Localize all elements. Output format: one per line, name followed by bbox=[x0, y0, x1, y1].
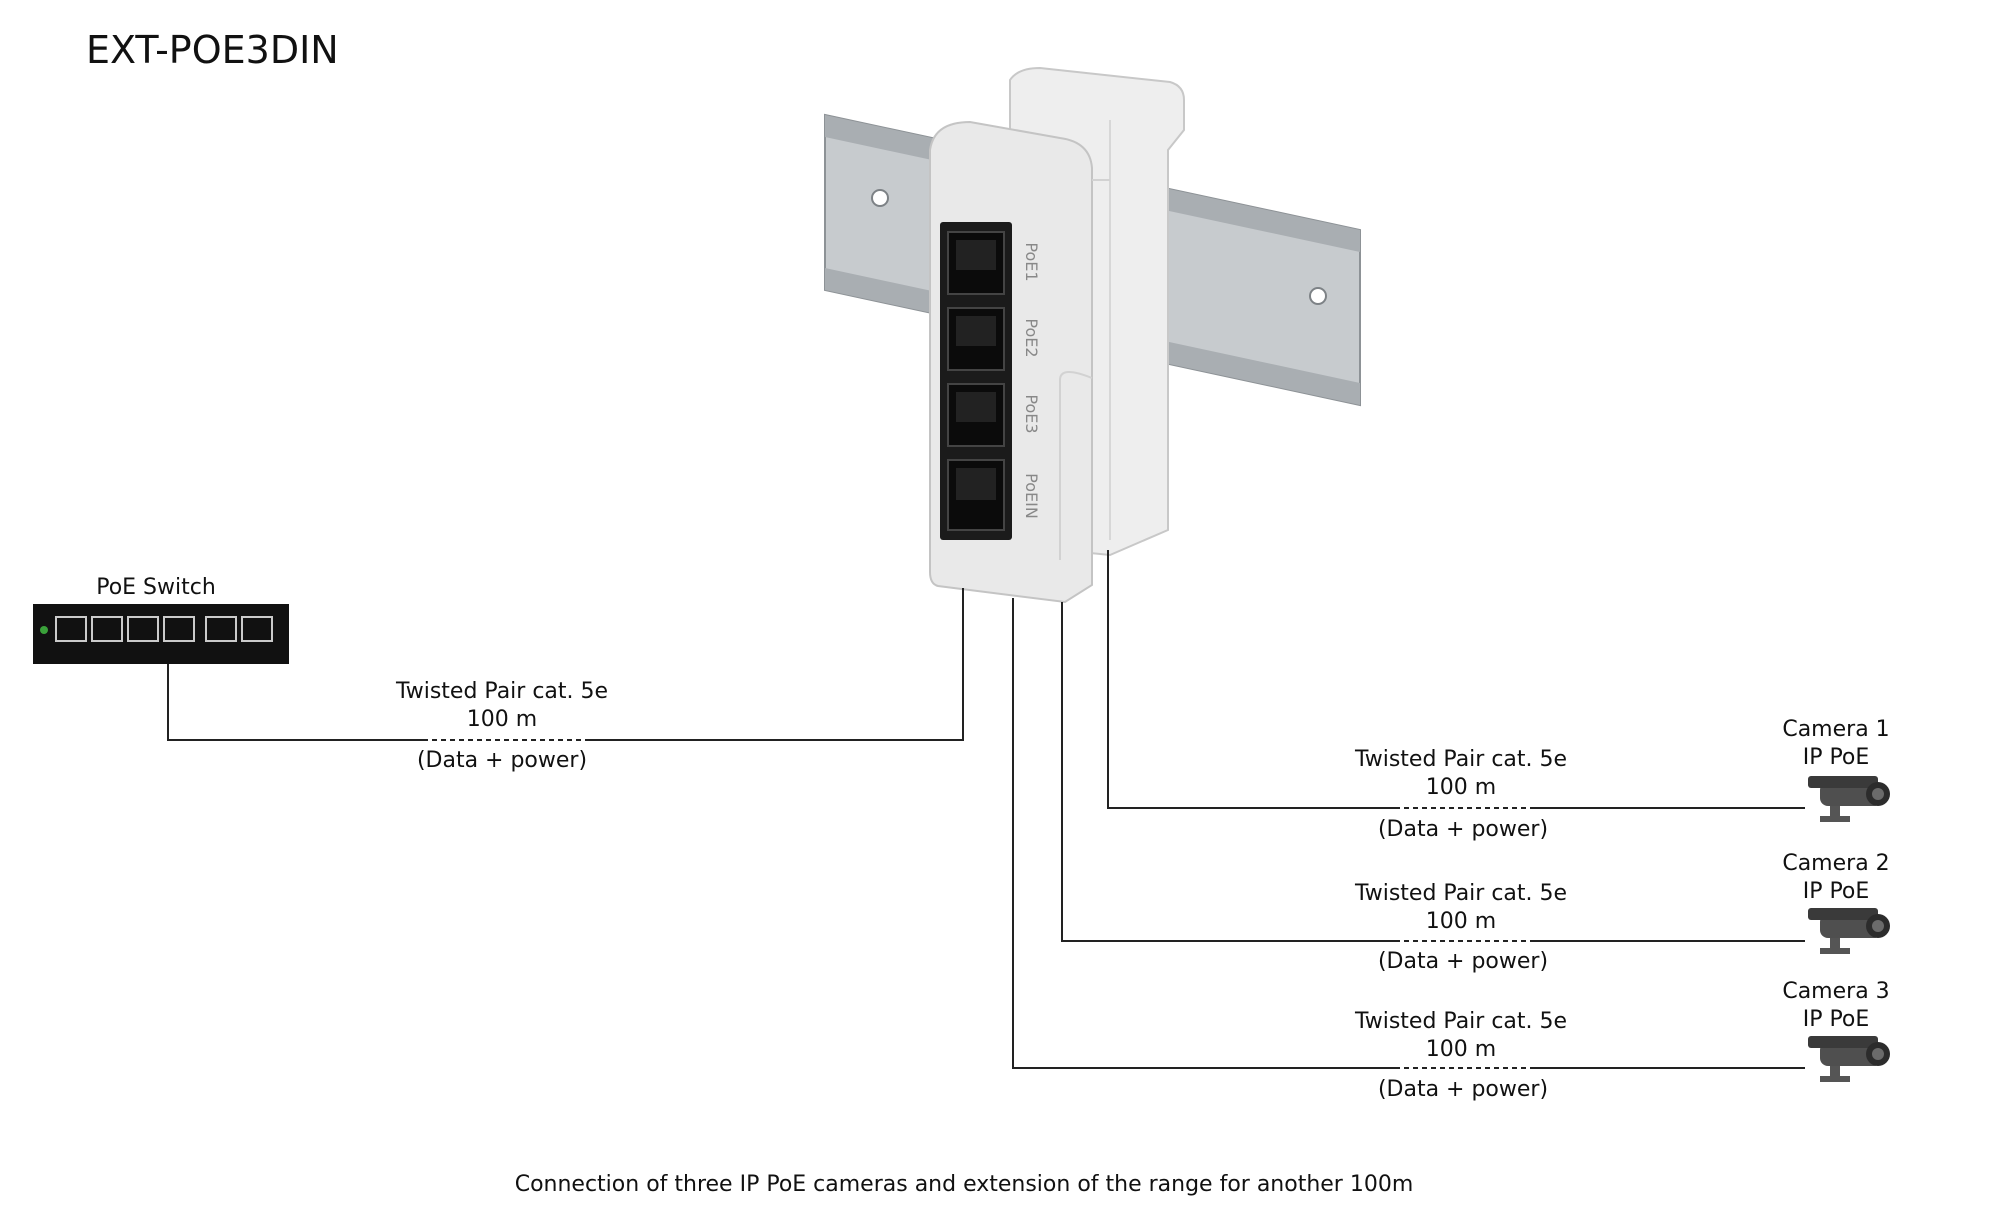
link-length-label: 100 m bbox=[466, 707, 538, 732]
link-cable-label: Twisted Pair cat. 5e bbox=[1354, 1009, 1568, 1034]
diagram-caption: Connection of three IP PoE cameras and e… bbox=[514, 1172, 1414, 1197]
link-note-label: (Data + power) bbox=[1377, 817, 1549, 842]
camera-1-name: Camera 1 bbox=[1782, 717, 1890, 742]
rj45-port-in[interactable] bbox=[947, 459, 1005, 531]
camera-2-icon bbox=[1808, 908, 1890, 954]
link-cable-label: Twisted Pair cat. 5e bbox=[395, 679, 609, 704]
camera-3-icon bbox=[1808, 1036, 1890, 1082]
camera-1-icon bbox=[1808, 776, 1890, 822]
port-label-poein: PoEIN bbox=[1022, 473, 1041, 519]
rj45-port-3[interactable] bbox=[947, 383, 1005, 447]
port-label-poe3: PoE3 bbox=[1022, 394, 1041, 433]
link-camera-3 bbox=[1012, 598, 1395, 1069]
port-label-poe1: PoE1 bbox=[1022, 242, 1041, 281]
link-camera-1 bbox=[1107, 550, 1395, 809]
camera-3-type: IP PoE bbox=[1802, 1007, 1870, 1032]
switch-label: PoE Switch bbox=[96, 575, 216, 600]
link-length-label: 100 m bbox=[1425, 1037, 1497, 1062]
port-label-poe2: PoE2 bbox=[1022, 318, 1041, 357]
device-front-module: PoE1 PoE2 PoE3 PoEIN bbox=[929, 120, 1110, 604]
link-camera-2 bbox=[1061, 602, 1395, 942]
camera-3-name: Camera 3 bbox=[1782, 979, 1890, 1004]
link-note-label: (Data + power) bbox=[416, 748, 588, 773]
camera-1-type: IP PoE bbox=[1802, 745, 1870, 770]
link-cable-label: Twisted Pair cat. 5e bbox=[1354, 747, 1568, 772]
rj45-port-2[interactable] bbox=[947, 307, 1005, 371]
link-cable-label: Twisted Pair cat. 5e bbox=[1354, 881, 1568, 906]
poe-switch bbox=[33, 604, 289, 664]
link-length-label: 100 m bbox=[1425, 909, 1497, 934]
link-length-label: 100 m bbox=[1425, 775, 1497, 800]
camera-2-type: IP PoE bbox=[1802, 879, 1870, 904]
camera-2-name: Camera 2 bbox=[1782, 851, 1890, 876]
link-note-label: (Data + power) bbox=[1377, 1077, 1549, 1102]
rj45-port-1[interactable] bbox=[947, 231, 1005, 295]
link-note-label: (Data + power) bbox=[1377, 949, 1549, 974]
link-switch-to-device bbox=[167, 664, 423, 741]
connection-lines bbox=[167, 550, 1805, 1069]
page-title: EXT-POE3DIN bbox=[86, 28, 339, 72]
